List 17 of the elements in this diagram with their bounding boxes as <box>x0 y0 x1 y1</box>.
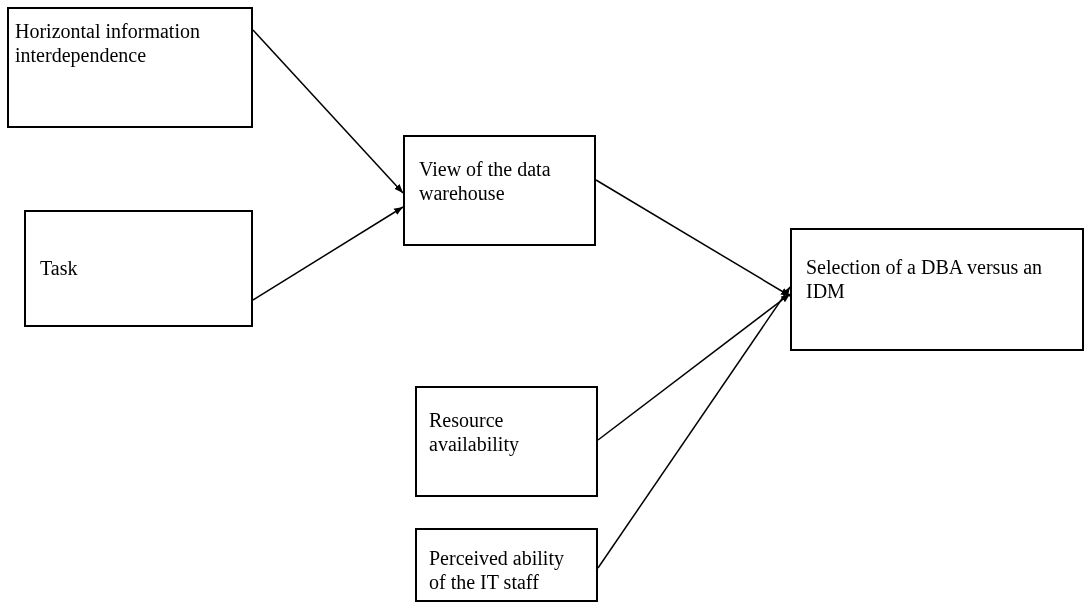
factor-box <box>403 135 596 246</box>
factor-box <box>24 210 253 327</box>
box-label: Perceived ability of the IT staff <box>429 546 565 594</box>
arrow <box>597 293 791 441</box>
arrow <box>597 286 791 569</box>
box-label: View of the data warehouse <box>419 157 552 205</box>
arrow <box>252 29 404 194</box>
box-label: Selection of a DBA versus an IDM <box>806 255 1044 303</box>
factor-box <box>415 386 598 497</box>
box-label: Task <box>40 256 79 280</box>
factor-box <box>7 7 253 128</box>
factor-box <box>415 528 598 602</box>
arrow <box>252 206 404 301</box>
box-label: Resource availability <box>429 408 520 456</box>
box-label: Horizontal information interdependence <box>15 19 201 67</box>
arrow <box>595 179 791 297</box>
factor-box <box>790 228 1084 351</box>
